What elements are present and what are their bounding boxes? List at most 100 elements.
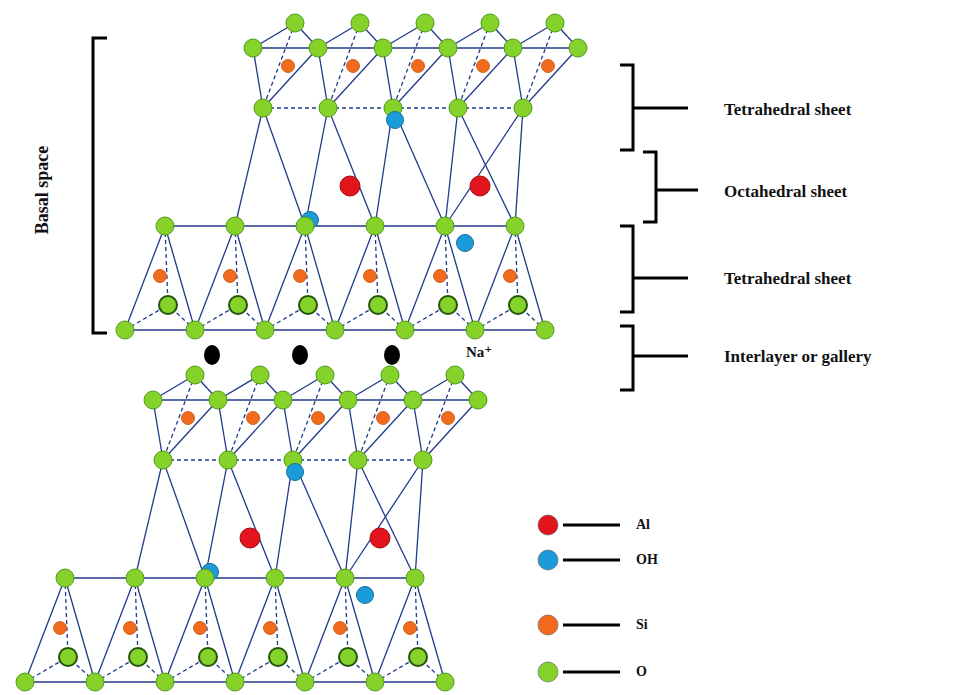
oxygen-atom	[186, 321, 204, 339]
atom-layers	[16, 14, 587, 691]
bond-line	[335, 329, 405, 330]
oxygen-atom	[506, 217, 524, 235]
oxygen-atom	[219, 451, 237, 469]
legend-swatch	[538, 662, 558, 682]
oxygen-atom	[254, 99, 272, 117]
silicon-atom	[54, 622, 67, 635]
dimension-label: Basal space	[32, 146, 53, 235]
silicon-atom	[312, 412, 325, 425]
silicon-atom	[364, 270, 377, 283]
oxygen-atom	[16, 673, 34, 691]
bond-line	[475, 329, 545, 330]
part-label: Tetrahedral sheet	[724, 100, 851, 120]
oxygen-atom	[374, 39, 392, 57]
bond-line	[135, 460, 163, 578]
bond-line	[423, 400, 478, 460]
bond-line	[393, 107, 458, 108]
silicon-atom	[504, 270, 517, 283]
bond-line	[283, 399, 348, 400]
aluminium-atom	[470, 176, 490, 196]
bond-line	[163, 460, 205, 578]
oxygen-atom	[569, 39, 587, 57]
bond-line	[415, 460, 423, 578]
bond-line	[513, 47, 578, 48]
bond-line	[228, 375, 260, 460]
bond-line	[235, 681, 305, 682]
clay-layer	[116, 14, 587, 339]
oxygen-atom	[416, 14, 434, 32]
oxygen-atom	[366, 217, 384, 235]
bond-line	[305, 226, 308, 305]
bond-line	[458, 107, 523, 108]
bond-line	[405, 329, 475, 330]
sodium-ions	[204, 345, 400, 365]
oxygen-atom	[266, 569, 284, 587]
legend-leader	[563, 624, 620, 627]
bond-line	[305, 108, 328, 226]
hydroxyl-group	[357, 587, 374, 604]
hydroxyl-group	[457, 235, 474, 252]
silicon-atom	[154, 270, 167, 283]
oxygen-atom	[466, 321, 484, 339]
oxygen-atom	[469, 391, 487, 409]
legend-entry	[538, 550, 620, 570]
legend-entry	[538, 662, 620, 682]
aluminium-atom	[240, 528, 260, 548]
bond-line	[393, 48, 448, 108]
legend-marks	[538, 515, 620, 682]
oxygen-atom	[274, 391, 292, 409]
bond-line	[163, 459, 228, 460]
legend-leader	[563, 671, 620, 674]
bond-line	[345, 460, 423, 578]
oxygen-atom	[154, 451, 172, 469]
silicon-atom	[347, 60, 360, 73]
bond-line	[523, 48, 578, 108]
bond-line	[125, 329, 195, 330]
bond-line	[65, 578, 68, 657]
sheet-bracket	[620, 326, 688, 390]
oxygen-atom	[414, 451, 432, 469]
bond-line	[135, 577, 205, 578]
sodium-ion	[292, 345, 308, 365]
oxygen-atom	[251, 366, 269, 384]
sheet-bracket	[643, 152, 698, 222]
part-label: Interlayer or gallery	[724, 347, 872, 367]
brackets	[93, 38, 698, 390]
oxygen-atom	[396, 321, 414, 339]
bond-line	[228, 459, 293, 460]
silicon-atom	[377, 412, 390, 425]
bond-line	[163, 375, 195, 460]
silicon-atom	[194, 622, 207, 635]
bond-line	[328, 48, 383, 108]
oxygen-atom	[116, 321, 134, 339]
bond-line	[95, 681, 165, 682]
oxygen-atom	[319, 99, 337, 117]
legend-swatch	[538, 615, 558, 635]
bond-line	[253, 47, 318, 48]
oxygen-atom	[536, 321, 554, 339]
legend-entry	[538, 515, 620, 535]
oxygen-atom	[126, 569, 144, 587]
oxygen-atom	[449, 99, 467, 117]
bond-line	[328, 107, 393, 108]
oxygen-atom	[336, 569, 354, 587]
bond-line	[275, 577, 345, 578]
oxygen-atom	[351, 14, 369, 32]
bond-line	[293, 400, 348, 460]
oxygen-atom	[286, 14, 304, 32]
legend-entry	[538, 615, 620, 635]
legend-leader	[563, 524, 620, 527]
silicon-atom	[334, 622, 347, 635]
bond-line	[523, 23, 555, 108]
bond-line	[275, 578, 278, 657]
legend-label: OH	[636, 552, 658, 568]
bond-line	[375, 226, 378, 305]
aluminium-atom	[340, 176, 360, 196]
silicon-atom	[247, 412, 260, 425]
oxygen-atom	[514, 99, 532, 117]
silicon-atom	[477, 60, 490, 73]
oxygen-atom	[156, 673, 174, 691]
oxygen-atom	[144, 391, 162, 409]
bond-line	[263, 108, 305, 226]
legend-label: O	[636, 664, 647, 680]
